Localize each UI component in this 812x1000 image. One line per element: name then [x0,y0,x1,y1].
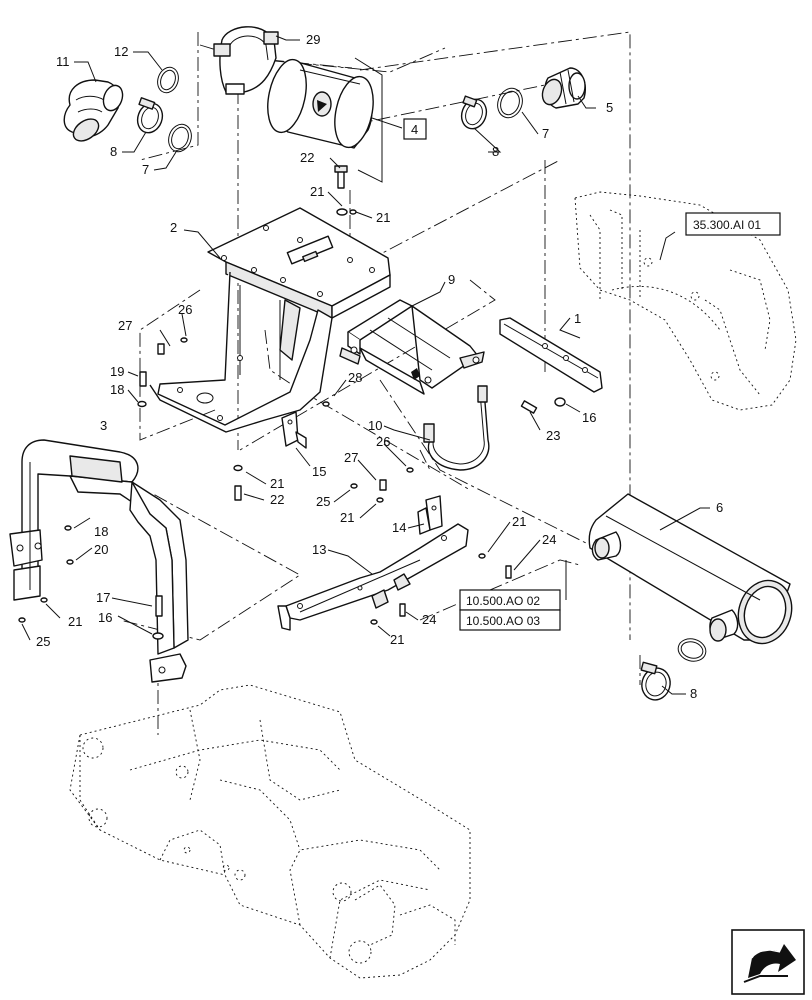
reference-35-300-ai-01[interactable]: 35.300.AI 01 [685,212,781,236]
callout-24-right: 24 [542,532,556,547]
callout-11: 11 [56,54,70,69]
callout-21-b: 21 [376,210,390,225]
callout-10: 10 [368,418,382,433]
chassis-frame-phantom [69,684,471,979]
part-7-ring-left [168,123,192,153]
fasteners [18,165,566,640]
callout-20: 20 [94,542,108,557]
part-5-adapter [541,67,586,109]
callout-7-top: 7 [542,126,549,141]
callout-22-lower: 22 [270,492,284,507]
part-14-bracket [417,495,443,535]
callout-15: 15 [312,464,326,479]
part-11-elbow [63,79,124,142]
part-1-bar [499,317,603,393]
callout-21-d: 21 [340,510,354,525]
callout-18-upper: 18 [110,382,124,397]
part-3-guard-frame [9,439,189,683]
callout-4: 4 [411,122,418,137]
reference-10-500-ao-03-text: 10.500.AO 03 [466,614,540,628]
callout-25-mid: 25 [316,494,330,509]
callout-23: 23 [546,428,560,443]
part-2-mounting-bracket [149,207,391,433]
callout-27-mid: 27 [344,450,358,465]
engine-block-phantom [574,191,797,411]
callout-18-lower: 18 [94,524,108,539]
reference-10-500-ao-02[interactable]: 10.500.AO 02 [459,589,561,611]
part-8-clamp-top [460,95,488,130]
callout-29: 29 [306,32,320,47]
part-29-mounting-strap [213,26,279,95]
callout-14: 14 [392,520,406,535]
assembly-centerlines [119,31,641,735]
callout-16-right: 16 [582,410,596,425]
callout-17: 17 [96,590,110,605]
callout-21-e: 21 [512,514,526,529]
part-7-ring-bottom [677,638,707,662]
callout-22-upper: 22 [300,150,314,165]
callout-16-left: 16 [98,610,112,625]
callout-26-upper: 26 [178,302,192,317]
part-9-support-bracket [339,299,485,395]
callout-13: 13 [312,542,326,557]
callout-27-upper: 27 [118,318,132,333]
callout-21-f: 21 [68,614,82,629]
part-8-clamp-bottom [640,661,671,701]
callout-24-lower: 24 [422,612,436,627]
callout-8-top: 8 [492,144,499,159]
arrow-icon[interactable] [731,929,805,995]
callout-7-left: 7 [142,162,149,177]
part-10-strap [423,385,490,471]
part-8-clamp-left [136,97,164,134]
callout-3: 3 [100,418,107,433]
reference-10-500-ao-02-text: 10.500.AO 02 [466,594,540,608]
part-12-ring [157,66,179,94]
part-15-bracket [281,411,307,449]
callout-4-box: 4 [403,118,427,140]
callout-28: 28 [348,370,362,385]
callout-6: 6 [716,500,723,515]
leader-lines [21,35,710,695]
callout-21-c: 21 [270,476,284,491]
part-13-long-bracket [277,523,469,631]
callout-19: 19 [110,364,124,379]
reference-35-300-ai-01-text: 35.300.AI 01 [693,218,761,232]
reference-10-500-ao-03[interactable]: 10.500.AO 03 [459,609,561,631]
callout-25-lower: 25 [36,634,50,649]
callout-1: 1 [574,311,581,326]
callout-26-mid: 26 [376,434,390,449]
callout-8-left: 8 [110,144,117,159]
callout-21-g: 21 [390,632,404,647]
callout-12: 12 [114,44,128,59]
callout-9: 9 [448,272,455,287]
part-4-bracket-line [354,57,383,183]
callout-5: 5 [606,100,613,115]
part-7-ring-top [497,87,523,119]
callout-labels: 1 2 3 5 6 7 7 8 8 8 9 10 11 12 13 14 15 … [36,32,723,701]
part-6-muffler [588,493,793,645]
callout-8-bottom: 8 [690,686,697,701]
callout-21-a: 21 [310,184,324,199]
callout-2: 2 [170,220,177,235]
part-4-air-cleaner [267,58,374,149]
